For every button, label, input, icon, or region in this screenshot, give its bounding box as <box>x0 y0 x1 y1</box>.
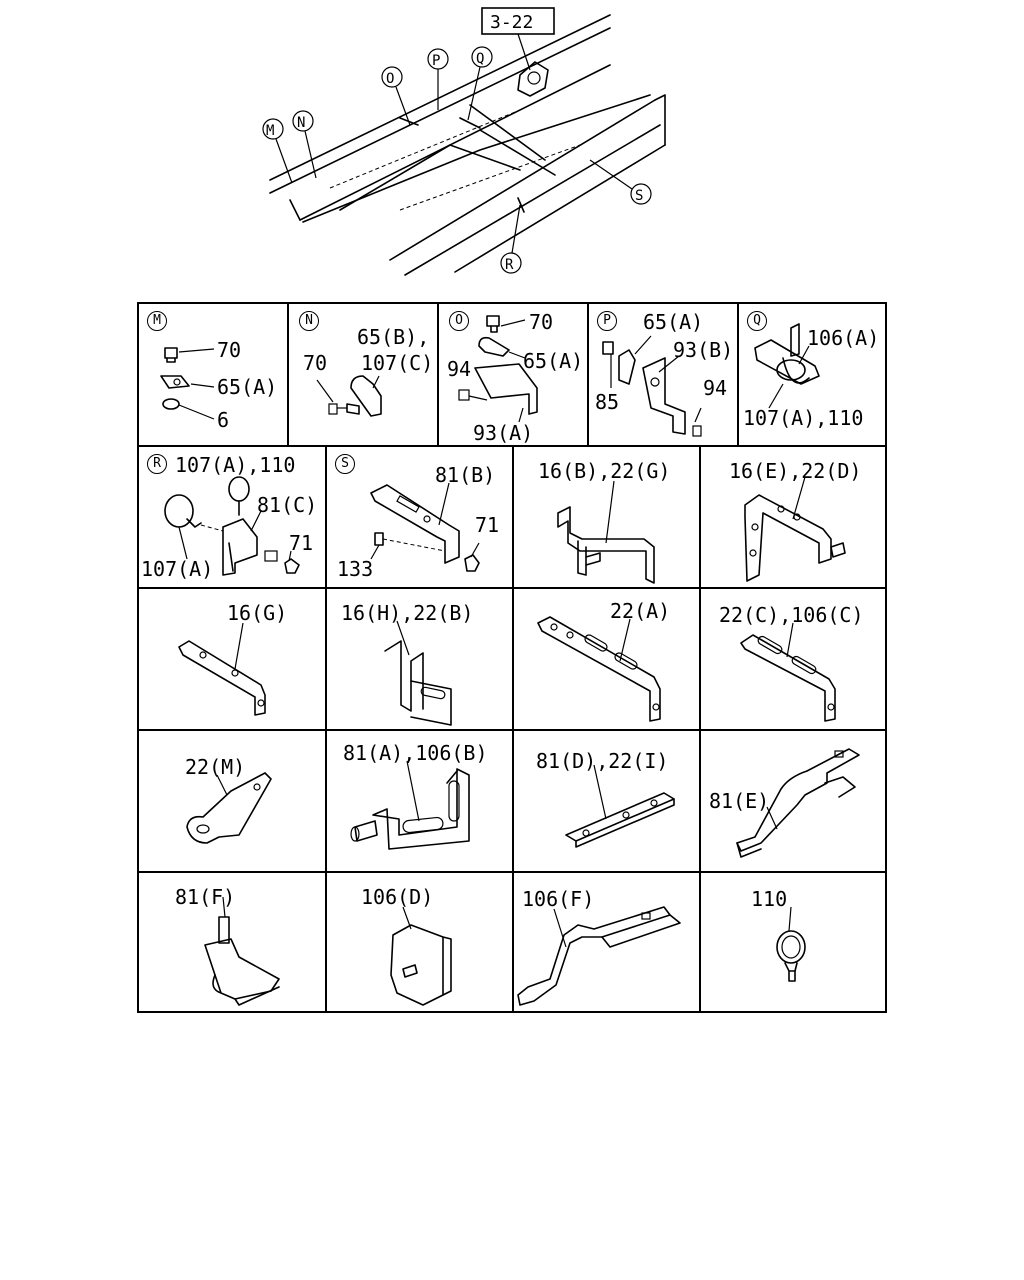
label-22m: 22(M) <box>185 755 246 779</box>
callout-s: S <box>589 159 652 205</box>
label-81a-106b: 81(A),106(B) <box>343 741 488 765</box>
label-107c: 107(C) <box>361 351 434 375</box>
panel-id-m: M <box>147 311 167 331</box>
parts-grid: M 70 65(A) 6 N <box>137 302 887 1013</box>
label-81e: 81(E) <box>709 789 770 813</box>
panel-16g: 16(G) <box>139 589 325 729</box>
callout-r: R <box>500 204 522 274</box>
panel-s: S 81(B) 71 133 <box>327 447 512 587</box>
label-94-o: 94 <box>447 357 472 381</box>
label-110: 110 <box>751 887 788 911</box>
panel-16h-22b: 16(H),22(B) <box>327 589 512 729</box>
grid-row-3: 16(G) 16(H),22(B) 22(A) <box>139 589 885 729</box>
panel-110: 110 <box>701 873 885 1013</box>
label-65a-o: 65(A) <box>523 349 584 373</box>
label-16b-22g: 16(B),22(G) <box>538 459 671 483</box>
label-81f: 81(F) <box>175 885 236 909</box>
label-16h-22b: 16(H),22(B) <box>341 601 474 625</box>
panel-id-r: R <box>147 454 167 474</box>
callout-n: N <box>292 110 317 179</box>
panel-r: R 107(A),110 81(C) 71 107(A) <box>139 447 325 587</box>
label-6: 6 <box>217 408 230 432</box>
grid-row-1: M 70 65(A) 6 N <box>139 304 885 445</box>
label-107a-r: 107(A) <box>141 557 214 581</box>
panel-81f: 81(F) <box>139 873 325 1013</box>
label-70-o: 70 <box>529 310 554 334</box>
panel-p: P 65(A) 93(B) 85 94 <box>589 304 737 445</box>
label-93a: 93(A) <box>473 421 534 445</box>
panel-106f: 106(F) <box>514 873 699 1013</box>
label-16g: 16(G) <box>227 601 288 625</box>
panel-16e-22d: 16(E),22(D) <box>701 447 885 587</box>
ref-box-label: 3-22 <box>490 12 533 33</box>
callout-p: P <box>427 48 449 110</box>
panel-m: M 70 65(A) 6 <box>139 304 287 445</box>
panel-81e: 81(E) <box>701 731 885 871</box>
label-65b: 65(B), <box>357 325 430 349</box>
label-65a: 65(A) <box>217 375 278 399</box>
label-81d-22i: 81(D),22(I) <box>536 749 669 773</box>
panel-22c-106c: 22(C),106(C) <box>701 589 885 729</box>
label-22a: 22(A) <box>610 599 671 623</box>
svg-text:N: N <box>297 115 305 131</box>
svg-text:S: S <box>635 188 643 204</box>
label-106f: 106(F) <box>522 887 595 911</box>
label-71-s: 71 <box>475 513 500 537</box>
callout-m: M <box>262 118 293 184</box>
label-70-n: 70 <box>303 351 328 375</box>
label-71-r: 71 <box>289 531 314 555</box>
label-107a-110-q: 107(A),110 <box>743 406 864 430</box>
frame-overview-diagram: 3-22 M N O P Q S R <box>0 0 1024 290</box>
label-81c: 81(C) <box>257 493 318 517</box>
label-85: 85 <box>595 390 620 414</box>
panel-q: Q 106(A) 107(A),110 <box>739 304 885 445</box>
label-133: 133 <box>337 557 374 581</box>
svg-text:R: R <box>505 257 514 273</box>
label-107a-110-r: 107(A),110 <box>175 453 296 477</box>
label-65a-p: 65(A) <box>643 310 704 334</box>
panel-id-s: S <box>335 454 355 474</box>
label-22c-106c: 22(C),106(C) <box>719 603 864 627</box>
panel-22m: 22(M) <box>139 731 325 871</box>
panel-id-n: N <box>299 311 319 331</box>
svg-text:Q: Q <box>476 51 484 67</box>
panel-id-p: P <box>597 311 617 331</box>
panel-id-q: Q <box>747 311 767 331</box>
label-93b: 93(B) <box>673 338 734 362</box>
panel-16b-22g: 16(B),22(G) <box>514 447 699 587</box>
callout-q: Q <box>467 46 493 121</box>
panel-o: O 70 65(A) 94 93(A) <box>439 304 587 445</box>
label-70: 70 <box>217 338 242 362</box>
svg-text:P: P <box>432 53 440 69</box>
grid-row-2: R 107(A),110 81(C) 71 107(A) S <box>139 447 885 587</box>
panel-22a: 22(A) <box>514 589 699 729</box>
label-16e-22d: 16(E),22(D) <box>729 459 862 483</box>
grid-row-4: 22(M) 81(A),106(B) 81(D),22(I) <box>139 731 885 871</box>
svg-text:M: M <box>266 123 274 139</box>
panel-id-o: O <box>449 311 469 331</box>
panel-106d: 106(D) <box>327 873 512 1013</box>
label-81b: 81(B) <box>435 463 496 487</box>
grid-row-5: 81(F) 106(D) 106(F) <box>139 873 885 1013</box>
svg-text:O: O <box>386 71 394 87</box>
panel-81a-106b: 81(A),106(B) <box>327 731 512 871</box>
label-106a: 106(A) <box>807 326 880 350</box>
panel-81d-22i: 81(D),22(I) <box>514 731 699 871</box>
label-94-p: 94 <box>703 376 728 400</box>
callout-o: O <box>381 66 411 126</box>
label-106d: 106(D) <box>361 885 434 909</box>
panel-n: N 65(B), 107(C) 70 <box>289 304 437 445</box>
